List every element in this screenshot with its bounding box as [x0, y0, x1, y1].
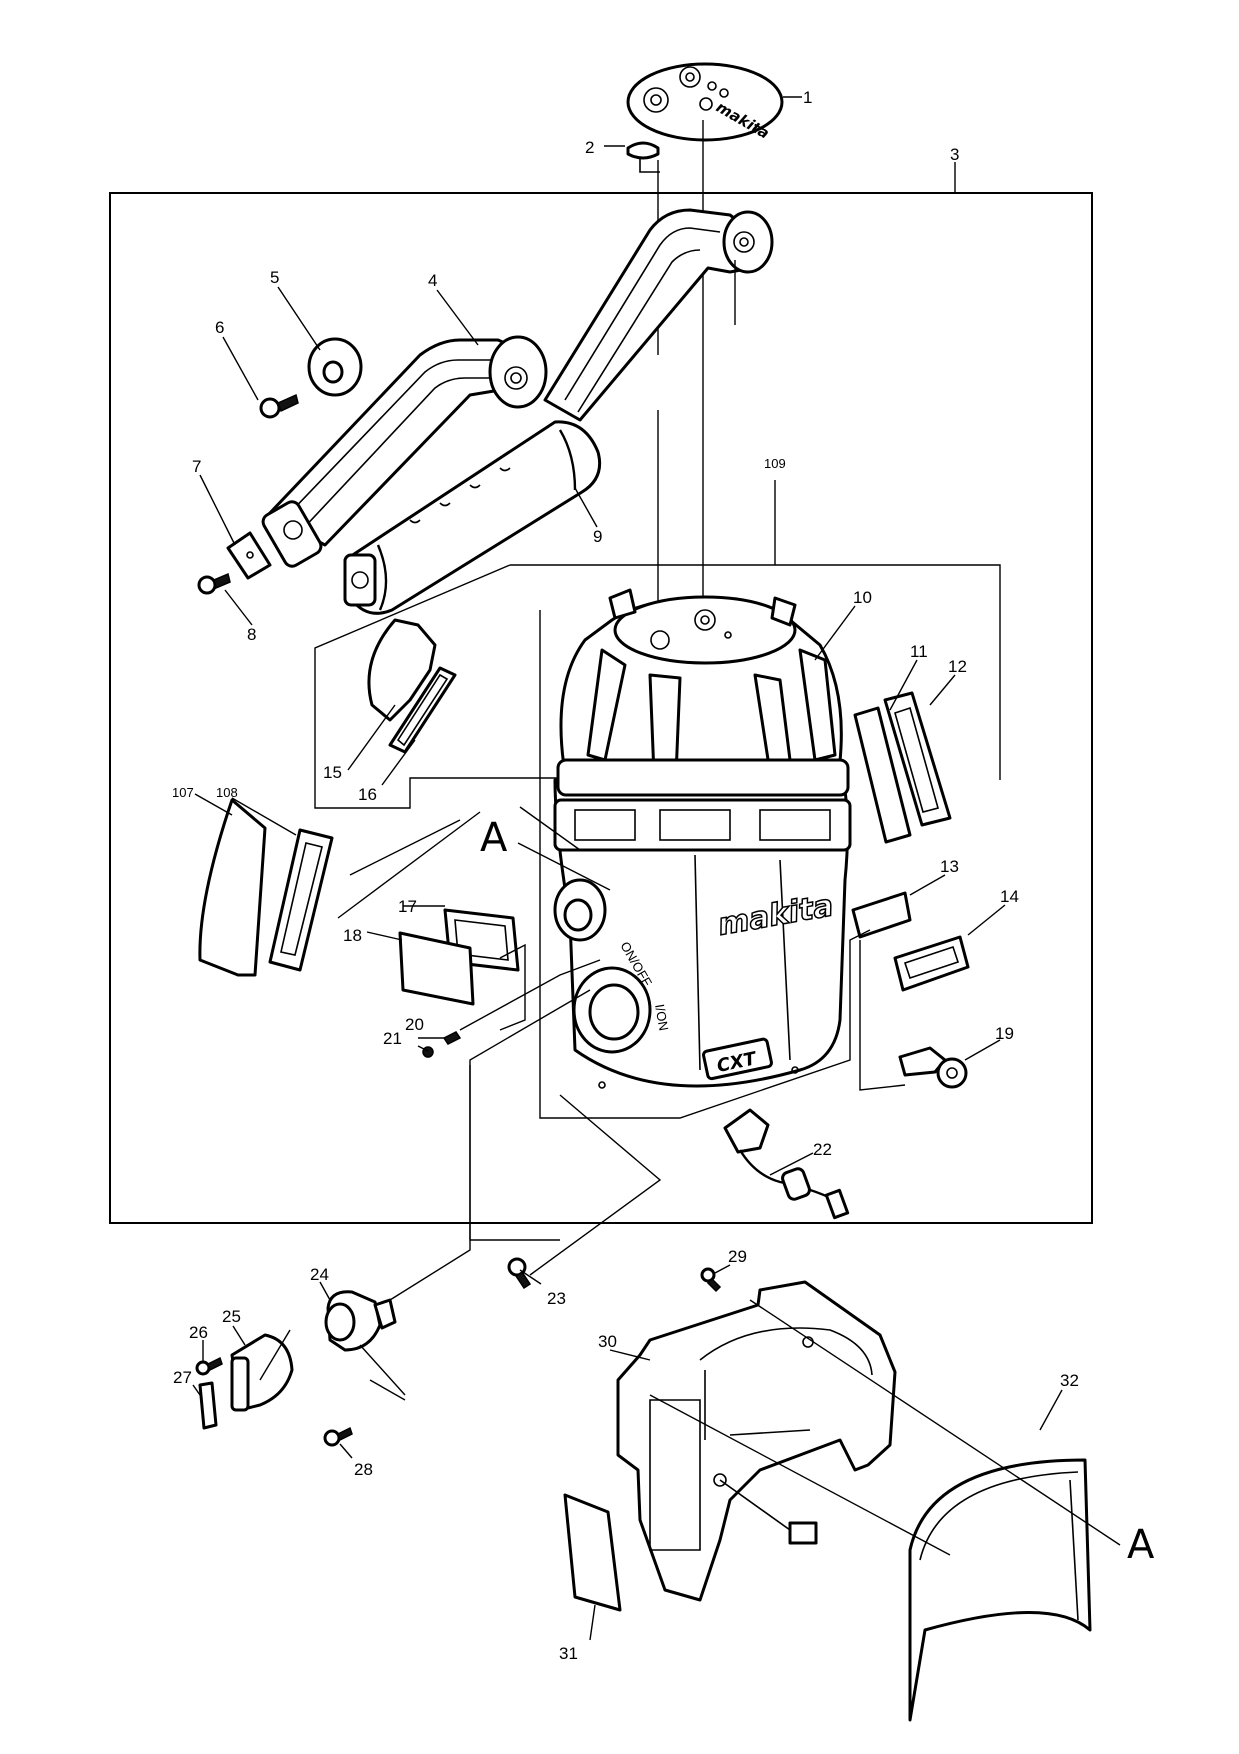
- label-16: 16: [358, 785, 377, 804]
- label-23: 23: [547, 1289, 566, 1308]
- label-32: 32: [1060, 1371, 1079, 1390]
- part-24-lens-mount: [324, 1290, 397, 1352]
- label-1: 1: [803, 88, 812, 107]
- part-9-battery: [343, 420, 602, 615]
- part-26-screw: [195, 1356, 223, 1376]
- label-15: 15: [323, 763, 342, 782]
- part-11-window: [853, 706, 912, 844]
- part-30-battery-housing: [616, 1280, 897, 1602]
- label-108: 108: [216, 785, 238, 800]
- label-7: 7: [192, 457, 201, 476]
- part-16-gasket: [388, 666, 457, 754]
- label-10: 10: [853, 588, 872, 607]
- part-12-window-gasket: [883, 691, 952, 827]
- label-22: 22: [813, 1140, 832, 1159]
- part-numbers: 1 2 3 4 5 6 7 8 9 10 11 12 13 14 15 16 1…: [172, 88, 1155, 1663]
- power-switch-label: I/ON: [652, 1003, 671, 1032]
- part-1-top-cap: makita: [626, 62, 784, 143]
- main-housing: makita CXT ON/OFF I/ON: [553, 758, 852, 1089]
- label-21: 21: [383, 1029, 402, 1048]
- label-19: 19: [995, 1024, 1014, 1043]
- part-7-plate: [226, 531, 272, 580]
- label-107: 107: [172, 785, 194, 800]
- label-20: 20: [405, 1015, 424, 1034]
- label-3: 3: [950, 145, 959, 164]
- label-24: 24: [310, 1265, 329, 1284]
- part-27-clip: [198, 1381, 218, 1430]
- callout-a-left: A: [480, 815, 508, 861]
- part-8-screw: [197, 572, 231, 595]
- label-29: 29: [728, 1247, 747, 1266]
- part-28-screw: [323, 1426, 353, 1447]
- part-32-cover: [908, 1458, 1092, 1722]
- label-8: 8: [247, 625, 256, 644]
- part-13-window: [851, 891, 912, 939]
- part-2-rubber-cap: [626, 141, 660, 173]
- part-15-cover: [367, 618, 437, 722]
- label-18: 18: [343, 926, 362, 945]
- callout-a-right: A: [1127, 1522, 1155, 1568]
- part-29-screw: [700, 1267, 722, 1293]
- part-6-screw: [259, 393, 299, 419]
- part-19-adjuster: [898, 1046, 968, 1089]
- part-18-lens: [398, 931, 475, 1006]
- part-108-gasket: [268, 828, 334, 972]
- part-5-washer: [307, 337, 363, 397]
- part-107-pad: [198, 798, 267, 977]
- part-25-knob: [230, 1333, 294, 1412]
- label-109: 109: [764, 456, 786, 471]
- label-17: 17: [398, 897, 417, 916]
- part-4-handle: [261, 208, 774, 568]
- part-31-label: [563, 1493, 622, 1612]
- label-2: 2: [585, 138, 594, 157]
- label-11: 11: [910, 642, 928, 661]
- label-6: 6: [215, 318, 224, 337]
- label-28: 28: [354, 1460, 373, 1479]
- label-26: 26: [189, 1323, 208, 1342]
- part-14-gasket: [893, 935, 970, 992]
- leader-lines: [192, 96, 1121, 1641]
- part-22-switch-cable: [723, 1108, 850, 1220]
- part-20-pin: [442, 1031, 462, 1045]
- label-14: 14: [1000, 887, 1019, 906]
- part-23-screw: [507, 1257, 532, 1290]
- label-13: 13: [940, 857, 959, 876]
- label-5: 5: [270, 268, 279, 287]
- label-12: 12: [948, 657, 967, 676]
- label-25: 25: [222, 1307, 241, 1326]
- label-9: 9: [593, 527, 602, 546]
- label-4: 4: [428, 271, 437, 290]
- label-30: 30: [598, 1332, 617, 1351]
- label-27: 27: [173, 1368, 192, 1387]
- label-31: 31: [559, 1644, 578, 1663]
